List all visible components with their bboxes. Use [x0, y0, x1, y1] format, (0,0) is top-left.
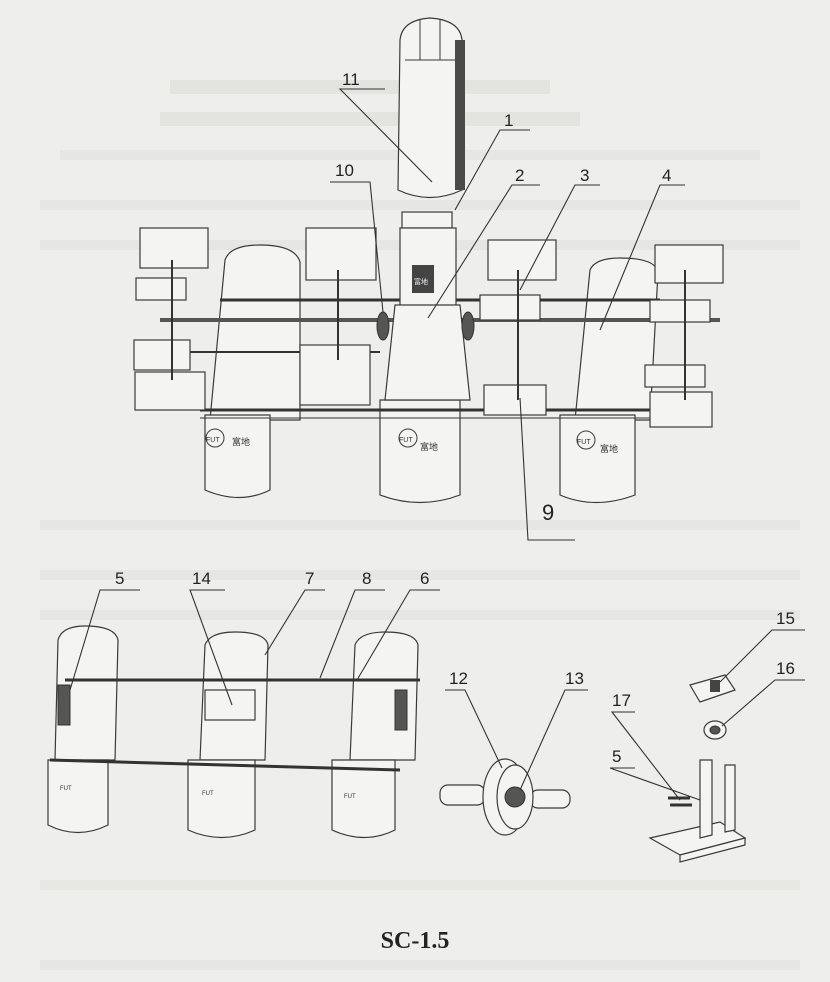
frame-float-2-logo: FUT [202, 791, 214, 797]
float-center-brand: 富地 [420, 441, 438, 452]
paddle-wheel-1 [133, 227, 209, 411]
bracket-detail: 15 16 17 5 [609, 609, 805, 863]
paddle-wheels [133, 227, 724, 428]
callout-5-bracket: 5 [612, 747, 621, 766]
paddle-wheel-3 [479, 239, 557, 416]
paddle-wheel-2 [299, 227, 377, 406]
float-center: FUT 富地 [379, 399, 461, 504]
float-right-logo: FUT [577, 439, 591, 446]
coupling-callouts: 12 13 [445, 669, 588, 791]
callout-15: 15 [776, 609, 795, 628]
frame-assembly: FUT FUT FUT 5 14 7 8 6 [47, 569, 440, 839]
frame-float-1: FUT [47, 625, 119, 834]
motor: 富地 [384, 211, 471, 401]
frame-float-3-logo: FUT [344, 794, 356, 800]
float-right-brand: 富地 [600, 443, 618, 454]
callout-8: 8 [362, 569, 371, 588]
callout-3: 3 [580, 166, 589, 185]
frame-float-3: FUT [331, 631, 419, 839]
paddle-wheel-4 [644, 244, 724, 428]
motor-nameplate: 富地 [414, 277, 428, 286]
callout-6: 6 [420, 569, 429, 588]
frame-callouts: 5 14 7 8 6 [69, 569, 440, 706]
callout-16: 16 [776, 659, 795, 678]
callout-4: 4 [662, 166, 671, 185]
callout-10: 10 [335, 161, 354, 180]
frame-float-2: FUT [187, 631, 269, 839]
float-center-logo: FUT [399, 437, 413, 444]
callout-9: 9 [542, 500, 554, 525]
model-label: SC-1.5 [380, 928, 450, 954]
top-callouts: 11 1 2 3 4 10 9 [330, 70, 685, 541]
callout-17: 17 [612, 691, 631, 710]
callout-13: 13 [565, 669, 584, 688]
callout-2: 2 [515, 166, 524, 185]
callout-12: 12 [449, 669, 468, 688]
callout-5-frame: 5 [115, 569, 124, 588]
coupling-detail: 12 13 [439, 669, 588, 836]
top-assembly: FUT 富地 FUT 富地 FUT 富地 [133, 17, 724, 541]
callout-7: 7 [305, 569, 314, 588]
nut-16 [703, 720, 727, 740]
float-right: FUT 富地 [559, 257, 659, 504]
frame-float-1-logo: FUT [60, 786, 72, 792]
float-left: FUT 富地 [204, 244, 301, 499]
callout-1: 1 [504, 111, 513, 130]
motor-cover [397, 17, 465, 199]
couplings [376, 311, 475, 341]
clamp-15 [689, 674, 736, 703]
float-left-logo: FUT [206, 437, 220, 444]
bracket-callouts: 15 16 17 5 [609, 609, 805, 801]
float-left-brand: 富地 [232, 436, 250, 447]
callout-11: 11 [342, 70, 360, 89]
callout-14: 14 [192, 569, 211, 588]
